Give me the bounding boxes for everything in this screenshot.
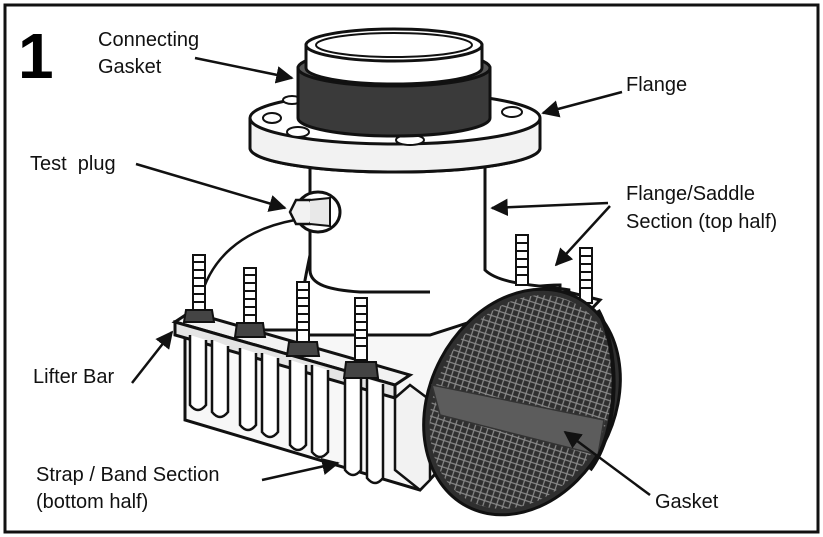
studs xyxy=(182,234,593,379)
label-flange: Flange xyxy=(626,74,687,96)
stud-5 xyxy=(515,234,529,286)
test-plug xyxy=(288,190,342,234)
connecting-gasket-arrow xyxy=(194,56,294,84)
label-lifter-bar: Lifter Bar xyxy=(33,366,114,388)
label-connecting-gasket-1: Connecting xyxy=(98,29,199,51)
flange-saddle-arrow-1 xyxy=(490,198,609,217)
stud-1 xyxy=(182,254,216,323)
stud-3 xyxy=(285,281,321,357)
stud-2 xyxy=(233,267,267,338)
gasket-arrow xyxy=(563,430,651,497)
lifter-bar-arrow xyxy=(131,330,174,384)
label-flange-saddle-2: Section (top half) xyxy=(626,211,777,233)
strap-band-section xyxy=(188,335,432,492)
label-gasket: Gasket xyxy=(655,491,719,513)
label-strap-2: (bottom half) xyxy=(36,491,148,513)
label-connecting-gasket-2: Gasket xyxy=(98,56,162,78)
label-test-plug: Test plug xyxy=(30,153,116,175)
label-flange-saddle-1: Flange/Saddle xyxy=(626,183,755,205)
flange-arrow xyxy=(541,90,623,118)
test-plug-arrow xyxy=(135,162,287,212)
flange-saddle-arrow-2 xyxy=(554,205,611,267)
label-strap-1: Strap / Band Section xyxy=(36,464,219,486)
step-number: 1 xyxy=(18,20,54,92)
stud-4 xyxy=(342,297,380,379)
stud-6 xyxy=(579,247,593,304)
leader-lines xyxy=(131,56,651,497)
strap-arrow xyxy=(261,457,340,482)
connecting-gasket xyxy=(296,27,492,138)
